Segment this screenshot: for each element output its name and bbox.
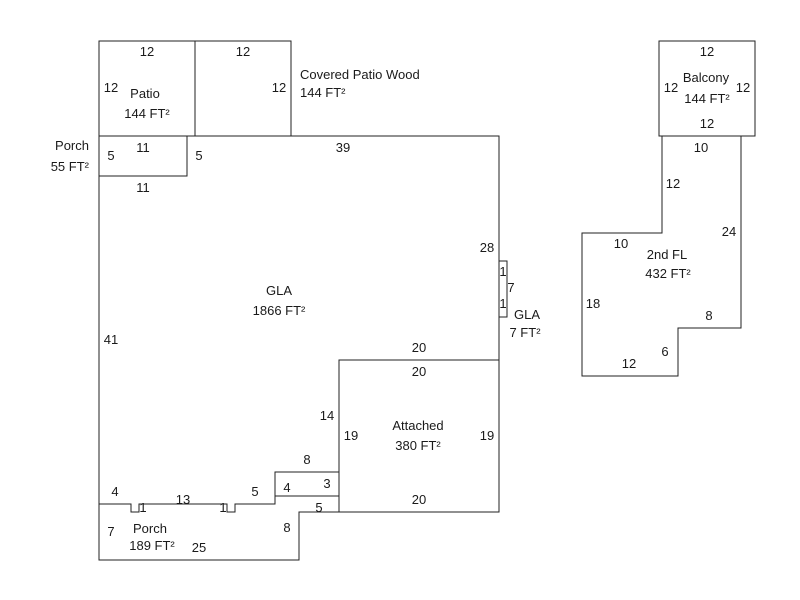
gla-small-area: 7 FT² (509, 325, 541, 340)
dimension-label: 1 (499, 296, 506, 311)
patio-name: Patio (130, 86, 160, 101)
porch-left-name: Porch (55, 138, 89, 153)
dimension-label: 7 (507, 280, 514, 295)
dimension-label: 12 (664, 80, 678, 95)
dimension-label: 5 (251, 484, 258, 499)
dimension-label: 20 (412, 364, 426, 379)
dimension-label: 12 (700, 116, 714, 131)
gla-small-outline (498, 260, 508, 318)
gla-main-area: 1866 FT² (253, 303, 306, 318)
dimension-label: 24 (722, 224, 736, 239)
dimension-label: 6 (661, 344, 668, 359)
porch-bottom-area: 189 FT² (129, 538, 175, 553)
dimension-label: 1 (219, 500, 226, 515)
dimension-label: 39 (336, 140, 350, 155)
dimension-label: 20 (412, 492, 426, 507)
second-floor-name: 2nd FL (647, 247, 687, 262)
gla-main-name: GLA (266, 283, 292, 298)
covered-patio-area: 144 FT² (300, 85, 346, 100)
dimension-label: 7 (107, 524, 114, 539)
dimension-label: 5 (315, 500, 322, 515)
dimension-label: 1 (139, 500, 146, 515)
gla-small-name: GLA (514, 307, 540, 322)
dimension-label: 12 (736, 80, 750, 95)
porch-left-area: 55 FT² (51, 159, 90, 174)
dimension-label: 19 (480, 428, 494, 443)
patio-area: 144 FT² (124, 106, 170, 121)
dimension-label: 12 (104, 80, 118, 95)
dimension-label: 28 (480, 240, 494, 255)
dimension-label: 12 (700, 44, 714, 59)
dimension-label: 13 (176, 492, 190, 507)
balcony-area: 144 FT² (684, 91, 730, 106)
gla-main-outline (98, 135, 500, 513)
dimension-label: 25 (192, 540, 206, 555)
attached-area: 380 FT² (395, 438, 441, 453)
balcony-name: Balcony (683, 70, 730, 85)
dimension-label: 14 (320, 408, 334, 423)
dimension-label: 8 (303, 452, 310, 467)
dimension-label: 12 (622, 356, 636, 371)
porch-bottom-name: Porch (133, 521, 167, 536)
dimension-label: 3 (323, 476, 330, 491)
porch-bottom-outline (98, 495, 340, 561)
dimension-label: 12 (140, 44, 154, 59)
dimension-label: 1 (499, 264, 506, 279)
dimension-label: 10 (614, 236, 628, 251)
attached-outline (338, 359, 500, 513)
dimension-label: 11 (136, 180, 150, 195)
dimension-label: 4 (283, 480, 290, 495)
dimension-label: 12 (272, 80, 286, 95)
dimension-label: 8 (705, 308, 712, 323)
covered-patio-name: Covered Patio Wood (300, 67, 420, 82)
dimension-label: 8 (283, 520, 290, 535)
dimension-label: 18 (586, 296, 600, 311)
dimension-label: 4 (111, 484, 118, 499)
second-floor-outline (581, 135, 742, 377)
dimension-label: 20 (412, 340, 426, 355)
dimension-label: 5 (107, 148, 114, 163)
second-floor-area: 432 FT² (645, 266, 691, 281)
dimension-label: 12 (236, 44, 250, 59)
dimension-label: 19 (344, 428, 358, 443)
dimension-label: 41 (104, 332, 118, 347)
dimension-label: 12 (666, 176, 680, 191)
dimension-label: 11 (136, 140, 150, 155)
dimension-label: 5 (195, 148, 202, 163)
attached-name: Attached (392, 418, 443, 433)
dimension-label: 10 (694, 140, 708, 155)
